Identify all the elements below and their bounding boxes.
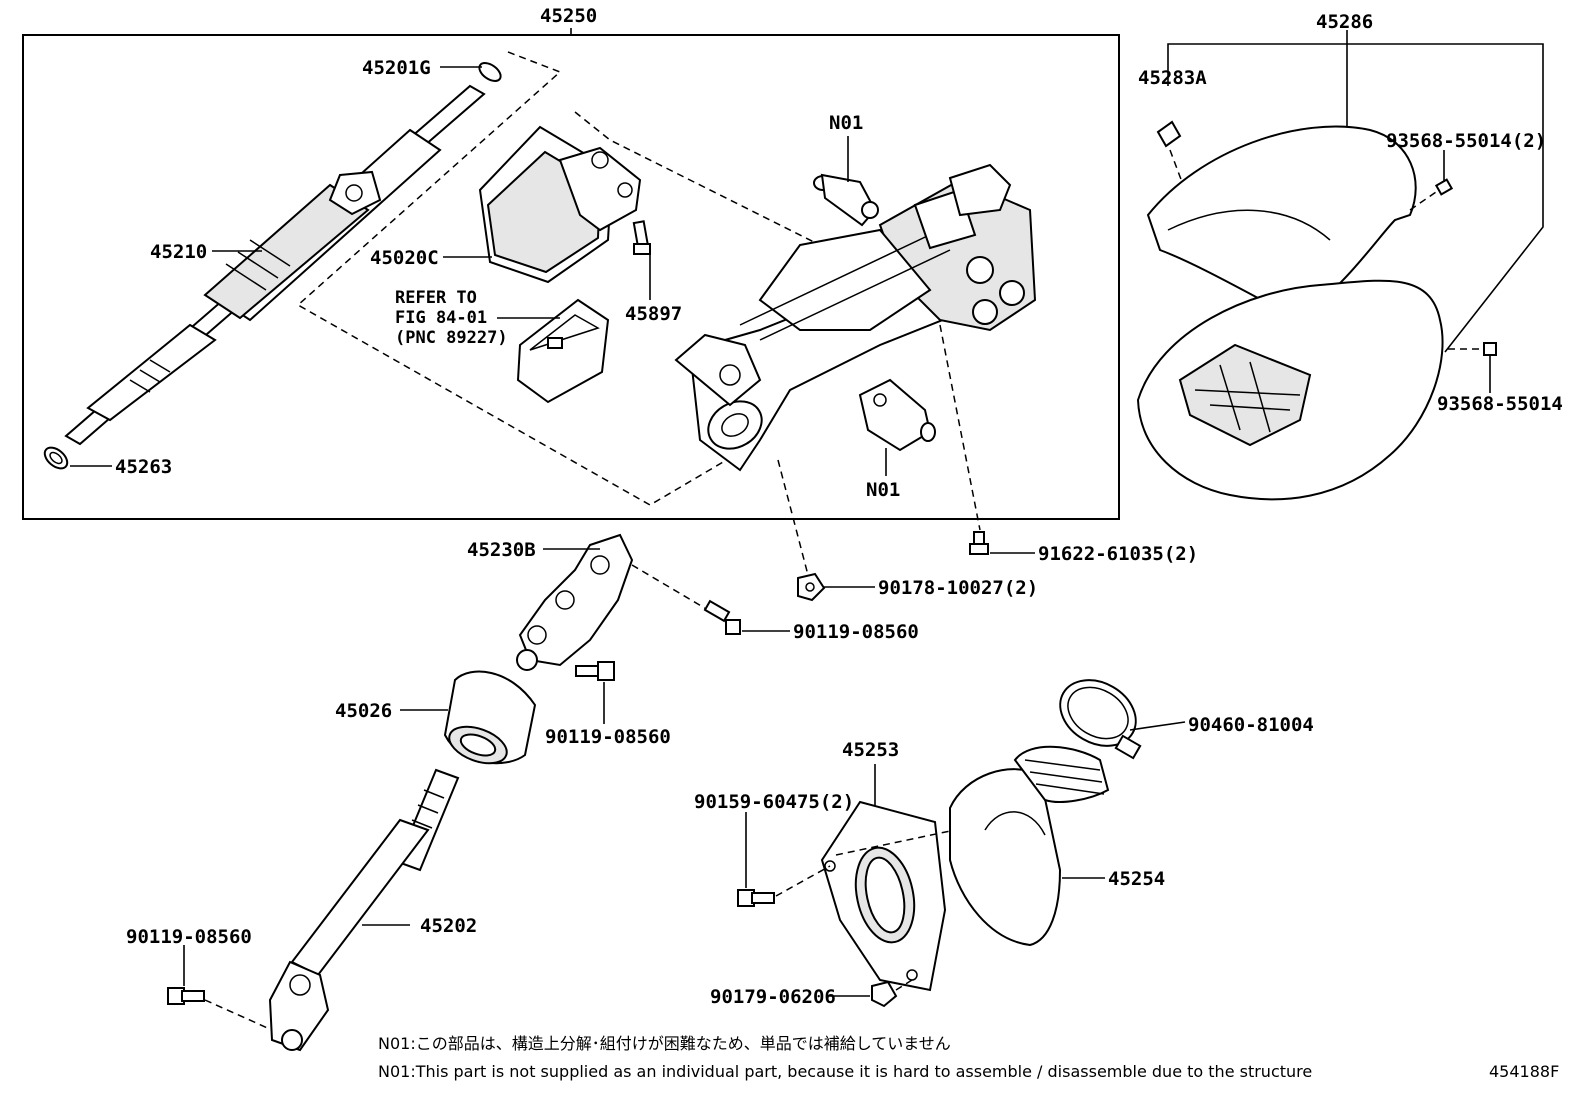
label-45283a[interactable]: 45283A: [1138, 67, 1207, 89]
cover-plug-45283a[interactable]: [1156, 120, 1182, 148]
label-93568-a[interactable]: 93568-55014(2): [1386, 130, 1546, 152]
motor-n01-bottom[interactable]: [858, 378, 936, 452]
figure-id: 454188F: [1489, 1062, 1559, 1081]
bolt-90119-c[interactable]: [167, 987, 205, 1005]
label-90159[interactable]: 90159-60475(2): [694, 791, 854, 813]
label-93568-b[interactable]: 93568-55014: [1437, 393, 1563, 415]
label-90460[interactable]: 90460-81004: [1188, 714, 1314, 736]
label-n01-top[interactable]: N01: [829, 112, 863, 134]
refer-text-line1: REFER TO: [395, 288, 477, 308]
label-90119-c[interactable]: 90119-08560: [126, 926, 252, 948]
label-90178[interactable]: 90178-10027(2): [878, 577, 1038, 599]
lower-shaft-45202[interactable]: [268, 768, 460, 1052]
bolt-91622[interactable]: [969, 531, 989, 555]
lock-housing-45020c[interactable]: [478, 125, 642, 284]
label-45250[interactable]: 45250: [540, 5, 597, 27]
screw-93568-b[interactable]: [1448, 342, 1497, 356]
clamp-90460[interactable]: [1048, 667, 1147, 760]
refer-text-line3: (PNC 89227): [395, 328, 508, 348]
joint-45230b[interactable]: [516, 533, 634, 671]
label-90119-a[interactable]: 90119-08560: [793, 621, 919, 643]
screw-93568-a[interactable]: [1409, 178, 1454, 211]
plate-45253[interactable]: [820, 800, 947, 992]
label-90179[interactable]: 90179-06206: [710, 986, 836, 1008]
label-45286[interactable]: 45286: [1316, 11, 1373, 33]
label-45026[interactable]: 45026: [335, 700, 392, 722]
bolt-90159[interactable]: [737, 889, 775, 907]
label-45254[interactable]: 45254: [1108, 868, 1165, 890]
label-45201g[interactable]: 45201G: [362, 57, 431, 79]
bolt-90119-b[interactable]: [575, 661, 615, 681]
upper-cover[interactable]: [1146, 125, 1417, 322]
refer-text-line2[interactable]: FIG 84-01: [395, 308, 487, 328]
ring-45263[interactable]: [41, 444, 71, 473]
label-91622[interactable]: 91622-61035(2): [1038, 543, 1198, 565]
label-45202[interactable]: 45202: [420, 915, 477, 937]
bolt-45897[interactable]: [632, 220, 651, 255]
label-n01-bottom[interactable]: N01: [866, 479, 900, 501]
motor-n01-top[interactable]: [813, 173, 879, 227]
switch-pnc-89227[interactable]: [516, 298, 610, 404]
damper-45026[interactable]: [443, 670, 537, 771]
label-45253[interactable]: 45253: [842, 739, 899, 761]
label-45263[interactable]: 45263: [115, 456, 172, 478]
bolt-90119-a[interactable]: [703, 599, 741, 635]
note-english: N01:This part is not supplied as an indi…: [378, 1062, 1312, 1081]
main-shaft-45210[interactable]: [64, 59, 504, 446]
note-japanese: N01:この部品は、構造上分解･組付けが困難なため、単品では補給していません: [378, 1034, 951, 1053]
label-45020c[interactable]: 45020C: [370, 247, 439, 269]
label-45230b[interactable]: 45230B: [467, 539, 536, 561]
nut-90179[interactable]: [871, 980, 898, 1008]
boot-45254[interactable]: [949, 745, 1110, 947]
label-45210[interactable]: 45210: [150, 241, 207, 263]
label-45897[interactable]: 45897: [625, 303, 682, 325]
nut-90178[interactable]: [797, 572, 826, 602]
lower-cover[interactable]: [1136, 279, 1444, 501]
column-body[interactable]: [674, 163, 1037, 472]
label-90119-b[interactable]: 90119-08560: [545, 726, 671, 748]
